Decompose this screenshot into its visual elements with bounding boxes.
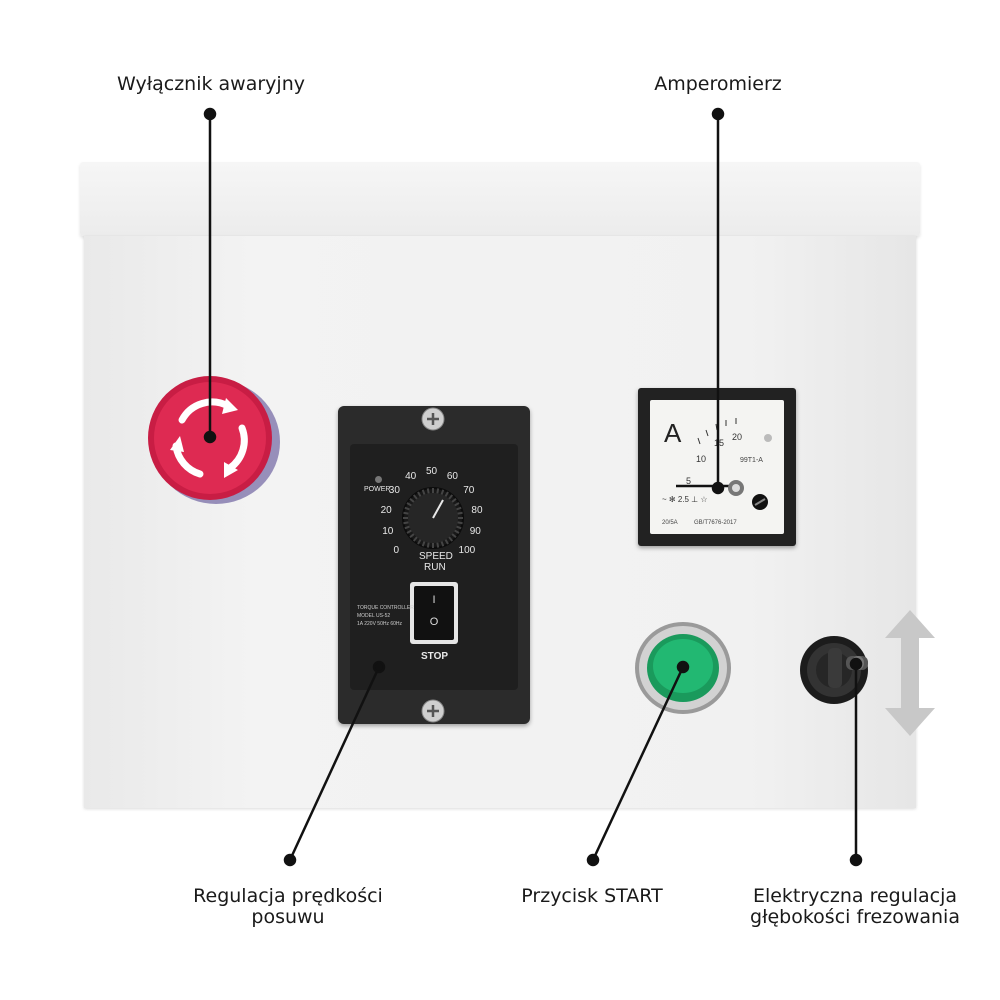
speed-controller: [338, 406, 530, 724]
ammeter-scale-10: 10: [696, 454, 706, 464]
dial-tick-label: 70: [463, 484, 475, 496]
ammeter-range: 20/5A: [662, 520, 678, 526]
ammeter-unit: A: [664, 418, 682, 448]
dial-tick-label: 60: [446, 471, 458, 482]
depth-adjust-switch[interactable]: [798, 630, 874, 708]
controller-plate: TORQUE CONTROLLER MODEL US-52 1A 220V 50…: [357, 604, 414, 628]
dial-tick-label: 90: [469, 526, 481, 538]
emergency-stop-button[interactable]: [140, 370, 285, 510]
power-label: POWER: [364, 486, 391, 493]
speed-label: SPEED: [419, 551, 453, 562]
speed-control-label-line1: Regulacja prędkości: [193, 885, 383, 907]
up-down-arrow-icon: [885, 610, 935, 736]
switch-off-mark: O: [429, 616, 439, 628]
plate-line-2: MODEL US-52: [357, 613, 391, 619]
dial-pointer: [432, 499, 444, 519]
ammeter-label: Amperomierz: [654, 73, 782, 95]
dial-tick-label: 30: [388, 484, 400, 496]
dial-tick-label: 80: [471, 504, 483, 516]
ammeter-class-marks: ~ ✻ 2.5 ⊥ ☆: [662, 495, 708, 504]
ammeter-standard: GB/T7676-2017: [694, 520, 737, 526]
cabinet-lid: [80, 162, 920, 236]
controller-inner-panel: [350, 444, 518, 690]
emergency-stop-label: Wyłącznik awaryjny: [117, 73, 305, 95]
speed-control-label-line2: posuwu: [251, 906, 325, 928]
top-screw-icon: [421, 407, 445, 431]
ammeter-dial: A 5 10 15 20 99T1-A ~ ✻ 2.5 ⊥ ☆ 20/5A GB…: [662, 418, 772, 526]
speed-dial[interactable]: [380, 470, 490, 570]
stop-label: STOP: [421, 651, 449, 662]
start-button-label: Przycisk START: [521, 885, 663, 907]
plate-line-3: 1A 220V 50Hz 60Hz: [357, 621, 403, 627]
dial-tick-label: 10: [382, 526, 394, 538]
depth-control-label-line1: Elektryczna regulacja: [752, 885, 958, 907]
plate-line-1: TORQUE CONTROLLER: [357, 605, 414, 611]
ammeter-scale-20: 20: [732, 432, 742, 442]
run-label: RUN: [424, 562, 446, 573]
ammeter-screw-icon: [764, 434, 772, 442]
depth-control-label: Elektryczna regulacja głębokości frezowa…: [730, 886, 980, 928]
ammeter-model: 99T1-A: [740, 457, 763, 464]
dial-tick-label: 50: [426, 466, 438, 477]
speed-control-label: Regulacja prędkości posuwu: [170, 886, 406, 928]
dial-tick-label: 40: [405, 471, 417, 482]
switch-on-mark: I: [432, 594, 436, 606]
power-led: [375, 476, 382, 483]
dial-tick-label: 100: [458, 544, 476, 556]
switch-rocker: I O: [414, 586, 454, 640]
depth-control-label-line2: głębokości frezowania: [750, 906, 960, 928]
bottom-screw-icon: [421, 699, 445, 723]
run-stop-switch[interactable]: I O: [410, 582, 458, 644]
dial-tick-label: 20: [380, 504, 392, 516]
ammeter-scale-5: 5: [686, 476, 691, 486]
dial-tick-label: 0: [393, 544, 400, 556]
